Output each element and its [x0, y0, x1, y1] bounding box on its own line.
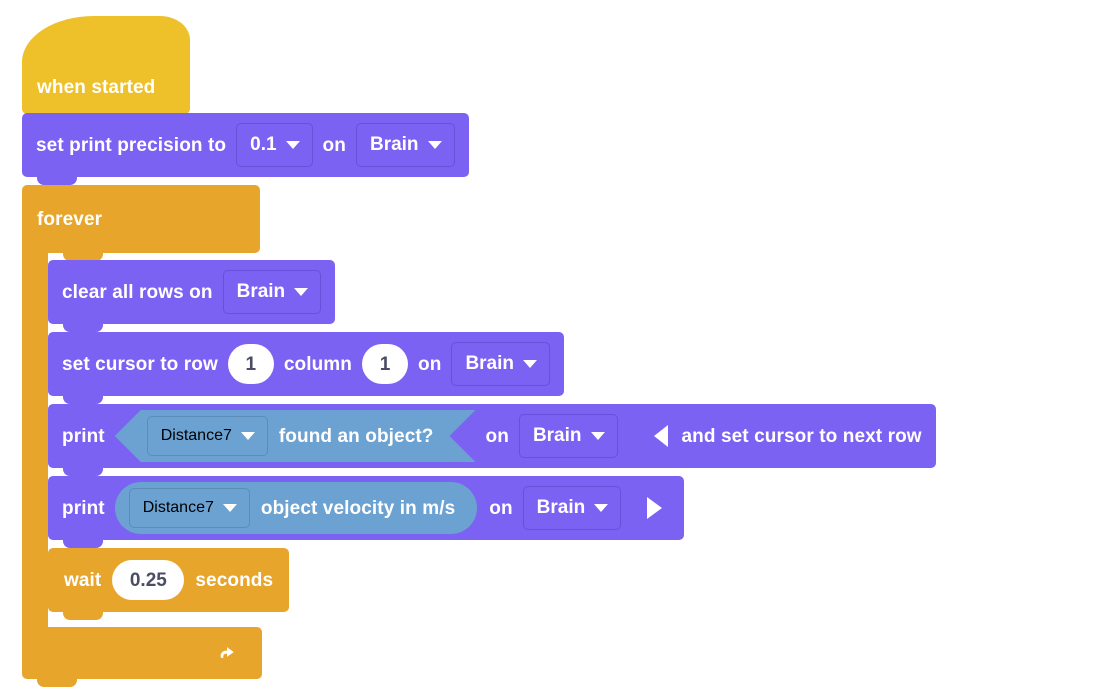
object-velocity-label: object velocity in m/s	[260, 497, 456, 519]
set-cursor-device-value: Brain	[465, 353, 515, 374]
triangle-right-icon[interactable]	[647, 497, 663, 519]
print-precision-dropdown[interactable]: 0.1	[236, 123, 313, 167]
block-clear-all-rows[interactable]: clear all rows on Brain	[48, 260, 336, 332]
forever-spine	[22, 253, 48, 627]
reporter-distance-object-velocity[interactable]: Distance7 object velocity in m/s	[114, 482, 478, 534]
forever-header[interactable]: forever	[22, 185, 260, 261]
row-print-found-object: print Distance7 found an object? on Brai…	[48, 404, 936, 476]
chevron-down-icon	[594, 503, 609, 512]
block-set-print-precision[interactable]: set print precision to 0.1 on Brain	[22, 113, 469, 185]
distance-sensor-value-1: Distance7	[160, 426, 232, 444]
set-cursor-column-label: column	[283, 353, 353, 375]
clear-all-rows-device-dropdown[interactable]: Brain	[222, 270, 322, 314]
row-wait: wait 0.25 seconds	[48, 548, 936, 620]
block-print-object-velocity[interactable]: print Distance7 object velocity in m/s o…	[48, 476, 685, 548]
row-set-cursor: set cursor to row 1 column 1 on Brain	[48, 332, 936, 404]
found-an-object-label: found an object?	[278, 425, 434, 447]
loop-arrow-icon	[220, 647, 234, 658]
chevron-down-icon	[241, 432, 255, 440]
chevron-down-icon	[590, 431, 605, 440]
print-precision-value: 0.1	[250, 134, 277, 155]
row-clear-all-rows: clear all rows on Brain	[48, 260, 936, 332]
wait-seconds-input[interactable]: 0.25	[112, 560, 185, 600]
block-forever[interactable]: forever	[22, 185, 262, 687]
print-object-velocity-device-dropdown[interactable]: Brain	[522, 486, 622, 530]
reporter-distance-found-an-object[interactable]: Distance7 found an object?	[115, 410, 476, 462]
block-wait[interactable]: wait 0.25 seconds	[48, 548, 290, 620]
set-print-precision-label: set print precision to	[36, 134, 227, 156]
print-found-object-trailing-label: and set cursor to next row	[681, 425, 922, 447]
hat-block-crown	[22, 16, 190, 68]
forever-label: forever	[37, 208, 103, 230]
chevron-down-icon	[285, 140, 300, 149]
set-cursor-on-label: on	[418, 353, 442, 375]
set-cursor-column-input[interactable]: 1	[362, 344, 409, 384]
print-precision-device-value: Brain	[369, 134, 419, 155]
set-cursor-device-dropdown[interactable]: Brain	[451, 342, 551, 386]
chevron-down-icon	[294, 287, 309, 296]
hat-block-body: when started	[22, 60, 190, 114]
clear-all-rows-label: clear all rows on	[62, 281, 213, 303]
forever-footer[interactable]	[22, 627, 262, 687]
clear-all-rows-device-value: Brain	[236, 281, 286, 302]
distance-sensor-dropdown-1[interactable]: Distance7	[147, 416, 268, 456]
print-object-velocity-device-value: Brain	[536, 497, 586, 518]
wait-seconds-label: seconds	[195, 569, 274, 591]
print-precision-device-dropdown[interactable]: Brain	[355, 123, 455, 167]
when-started-label: when started	[37, 76, 156, 98]
print-found-object-device-value: Brain	[532, 425, 582, 446]
distance-sensor-value-2: Distance7	[142, 498, 214, 516]
wait-label: wait	[64, 569, 102, 591]
print-found-object-on-label: on	[485, 425, 509, 447]
set-cursor-row-input[interactable]: 1	[227, 344, 274, 384]
row-print-object-velocity: print Distance7 object velocity in m/s o…	[48, 476, 936, 548]
print-found-object-device-dropdown[interactable]: Brain	[518, 414, 618, 458]
print-found-object-print-label: print	[62, 425, 105, 447]
chevron-down-icon	[222, 503, 237, 512]
set-cursor-row-label: set cursor to row	[62, 353, 218, 375]
set-print-precision-on-label: on	[322, 134, 346, 156]
chevron-down-icon	[523, 359, 538, 368]
chevron-down-icon	[427, 140, 442, 149]
print-object-velocity-on-label: on	[489, 497, 513, 519]
block-set-cursor[interactable]: set cursor to row 1 column 1 on Brain	[48, 332, 565, 404]
forever-substack: clear all rows on Brain set cursor to ro…	[48, 260, 936, 620]
distance-sensor-dropdown-2[interactable]: Distance7	[128, 488, 250, 528]
print-object-velocity-print-label: print	[62, 497, 105, 519]
block-when-started[interactable]: when started	[22, 16, 190, 121]
triangle-left-icon[interactable]	[653, 425, 668, 447]
block-print-found-object[interactable]: print Distance7 found an object? on Brai…	[48, 404, 936, 476]
